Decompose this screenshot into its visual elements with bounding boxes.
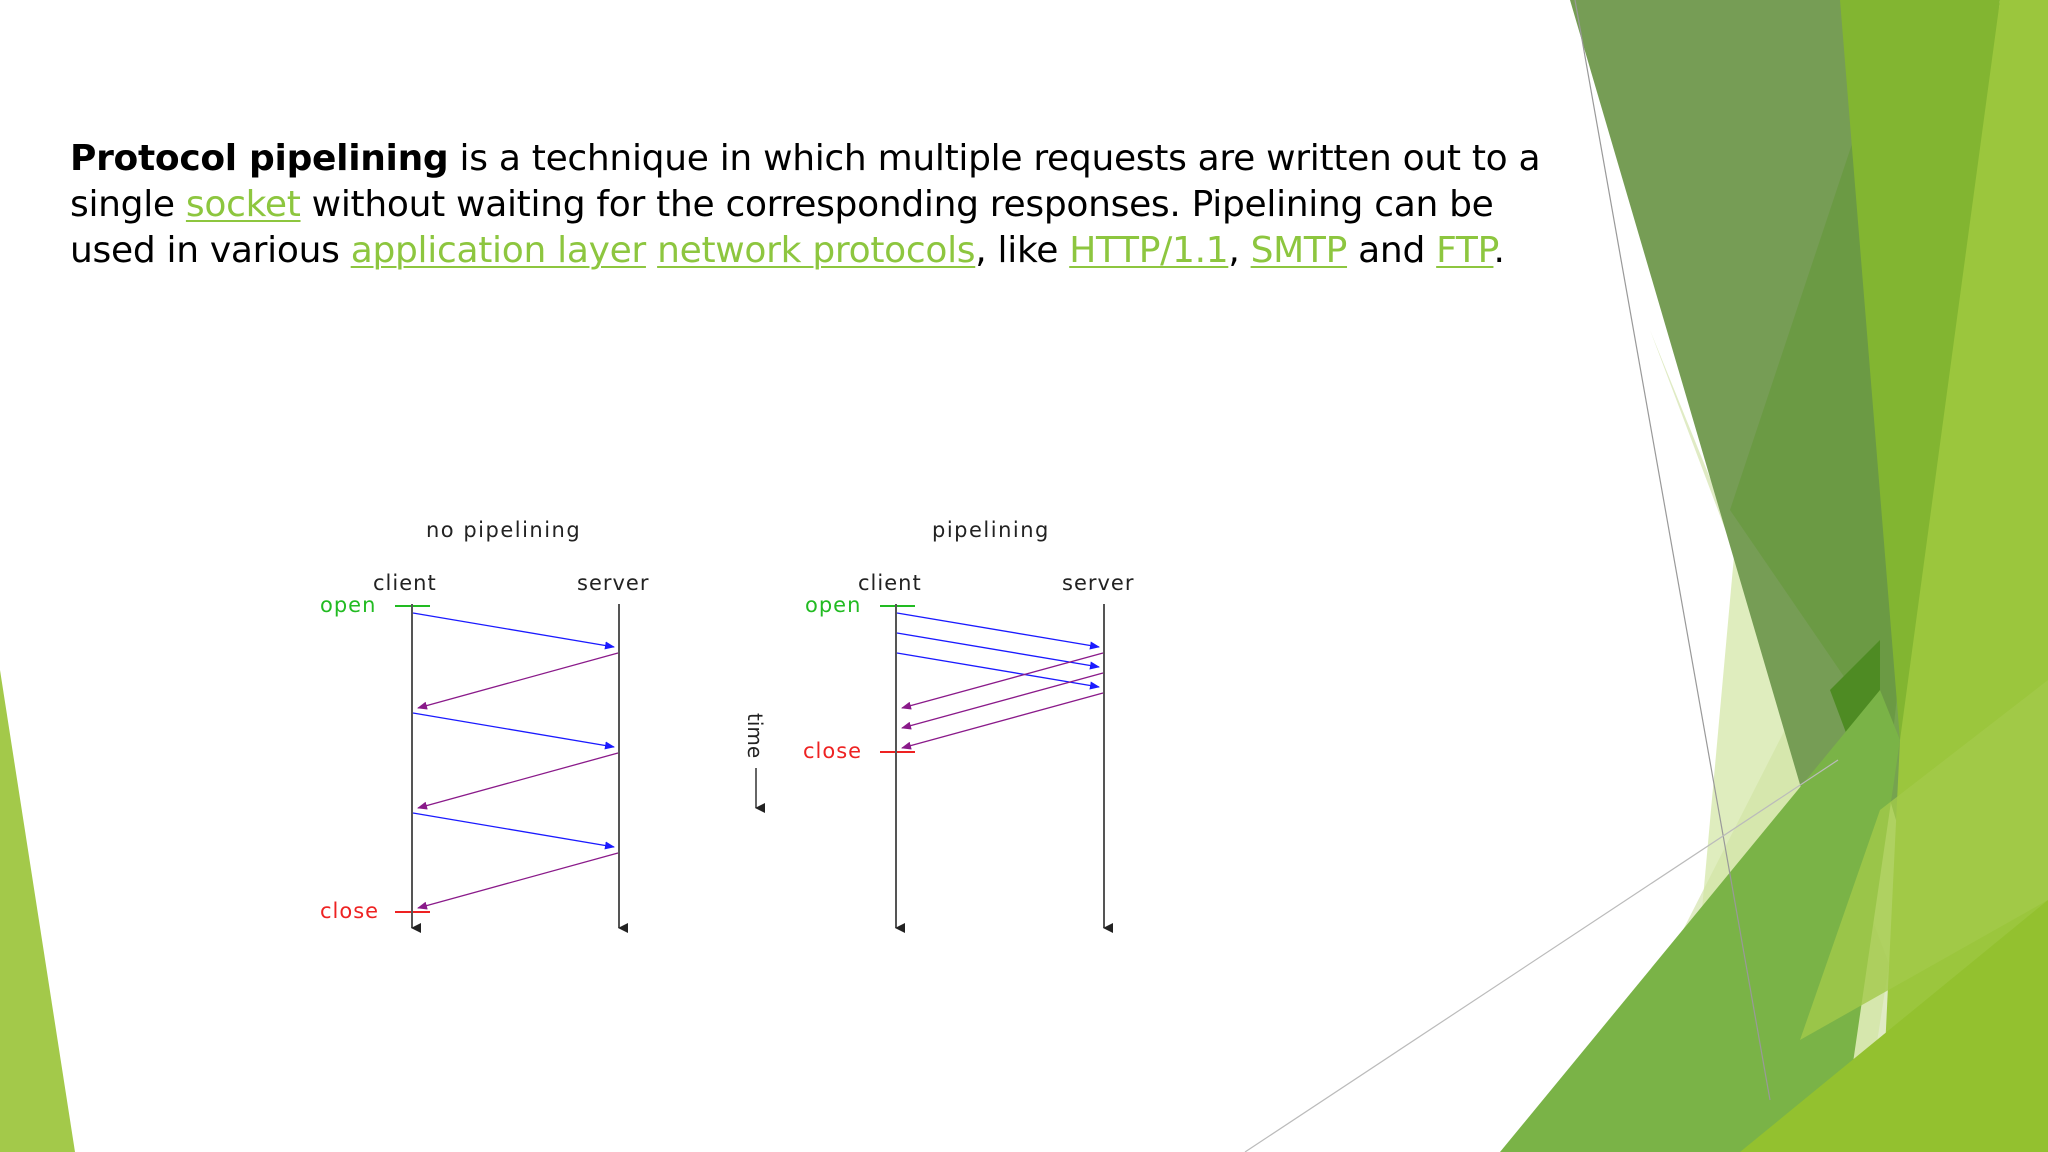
text-segment (646, 230, 657, 271)
request-arrow (412, 812, 615, 850)
left-green-wedge (0, 670, 75, 1152)
text-segment: and (1347, 230, 1437, 271)
no-pipelining-diagram: no pipelining client server open close (320, 518, 649, 933)
response-arrow (417, 652, 619, 710)
time-axis: time (743, 713, 767, 813)
link-application-layer[interactable]: application layer (350, 230, 647, 271)
request-arrow (896, 652, 1100, 690)
open-label: open (805, 593, 861, 617)
text-segment: is a technique in which multiple request… (70, 138, 1541, 225)
pipelining-diagram-right: pipelining client server open close (803, 518, 1134, 933)
close-label: close (320, 899, 379, 923)
thin-line-1 (1574, 0, 1771, 1101)
no-pipelining-title: no pipelining (426, 518, 581, 542)
lower-green-facet (1500, 690, 1900, 1152)
response-arrow (417, 752, 619, 810)
pale-facet-2 (1680, 490, 1930, 1152)
mid-green-band (1840, 0, 2000, 740)
thin-line-2 (1244, 759, 1839, 1152)
link-smtp[interactable]: SMTP (1250, 230, 1348, 271)
request-arrow (896, 612, 1100, 650)
dark-overlap (1830, 640, 1880, 850)
dark-upper-facet (1570, 0, 1930, 880)
link-ftp[interactable]: FTP (1436, 230, 1494, 271)
response-arrow (417, 852, 619, 910)
text-segment: , (1228, 230, 1251, 271)
request-arrow (412, 612, 615, 650)
text-segment: . (1493, 230, 1505, 271)
pipelining-diagram: no pipelining client server open close t… (320, 518, 1134, 933)
response-arrow (901, 672, 1104, 730)
text-segment: without waiting for the corresponding re… (70, 184, 1494, 271)
client-label: client (858, 571, 922, 595)
open-label: open (320, 593, 376, 617)
slide-paragraph: Protocol pipelining is a technique in wh… (70, 136, 1570, 274)
link-socket[interactable]: socket (185, 184, 301, 225)
client-label: client (373, 571, 437, 595)
darker-mid-facet (1730, 0, 1960, 850)
link-http[interactable]: HTTP/1.1 (1069, 230, 1229, 271)
request-arrow (896, 632, 1100, 670)
response-arrow (901, 652, 1104, 710)
server-label: server (1062, 571, 1134, 595)
link-network-protocols[interactable]: network protocols (657, 230, 976, 271)
bright-right-band (1880, 0, 2048, 1152)
bottom-right-facet (1740, 900, 2048, 1152)
pale-facet (1570, 330, 1960, 1152)
server-label: server (577, 571, 649, 595)
term-protocol-pipelining: Protocol pipelining (70, 138, 449, 179)
time-label: time (743, 713, 767, 758)
text-segment: , like (975, 230, 1070, 271)
close-label: close (803, 739, 862, 763)
pipelining-title: pipelining (932, 518, 1050, 542)
bottom-right-facet-2 (1800, 680, 2048, 1040)
response-arrow (901, 692, 1104, 750)
request-arrow (412, 712, 615, 750)
